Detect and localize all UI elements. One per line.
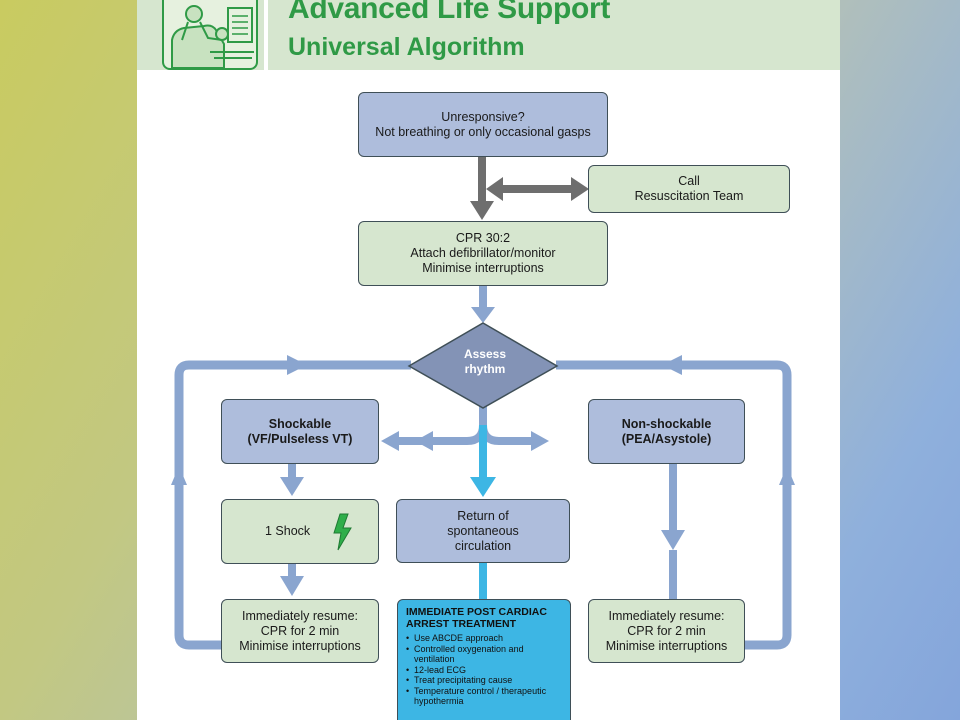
page-subtitle: Universal Algorithm — [288, 33, 525, 61]
resume-cpr-left-box: Immediately resume: CPR for 2 min Minimi… — [221, 599, 379, 663]
cpr-line-1: CPR 30:2 — [455, 231, 511, 245]
resume-right-line-1: Immediately resume: — [608, 608, 725, 623]
shockable-box: Shockable (VF/Pulseless VT) — [221, 399, 379, 464]
resume-left-line-1: Immediately resume: — [241, 608, 358, 623]
resume-left-line-3: Minimise interruptions — [239, 638, 361, 653]
arrow-to-rosc — [479, 425, 487, 480]
split-to-non-shockable — [479, 405, 535, 445]
arrow-shock-to-resume-head — [280, 576, 304, 596]
left-loop-arrow — [174, 360, 411, 650]
assess-line-1: Assess — [463, 347, 507, 361]
lightning-bolt-icon — [333, 513, 353, 550]
post-arrest-item: 12-lead ECG — [406, 665, 562, 676]
shockable-arrow-head-1 — [415, 431, 433, 451]
call-line-2: Resuscitation Team — [634, 189, 744, 203]
assess-rhythm-label: Assess rhythm — [438, 347, 532, 377]
rescuer-logo — [162, 0, 258, 70]
split-to-shockable — [393, 405, 487, 445]
rosc-line-2: spontaneous — [447, 523, 519, 538]
post-arrest-list: Use ABCDE approach Controlled oxygenatio… — [406, 633, 562, 707]
arrow-unresponsive-to-cpr-head — [470, 201, 494, 220]
algorithm-sheet: Advanced Life Support Universal Algorith… — [137, 0, 840, 720]
arrow-cpr-to-assess — [479, 286, 487, 310]
arrow-cpr-to-assess-head — [471, 307, 495, 323]
rosc-line-1: Return of — [457, 508, 509, 523]
call-line-1: Call — [678, 174, 700, 188]
cpr-illustration-icon — [171, 5, 254, 68]
arrow-call-left-head — [486, 177, 503, 201]
unresponsive-line-1: Unresponsive? — [441, 109, 525, 124]
page-title: Advanced Life Support — [288, 0, 611, 25]
logo-divider — [264, 0, 268, 70]
rosc-line-3: circulation — [454, 538, 512, 553]
cpr-box: CPR 30:2 Attach defibrillator/monitor Mi… — [358, 221, 608, 286]
call-team-box: Call Resuscitation Team — [588, 165, 790, 213]
right-loop-up-head — [779, 466, 795, 485]
resume-cpr-right-box: Immediately resume: CPR for 2 min Minimi… — [588, 599, 745, 663]
shockable-arrow-head-2 — [381, 431, 399, 451]
arrow-non-shockable-to-resume-tail — [669, 550, 677, 600]
non-shockable-arrow-head — [531, 431, 549, 451]
arrow-call-right-head — [571, 177, 589, 201]
arrow-to-rosc-head — [470, 477, 496, 497]
arrow-non-shockable-to-resume — [669, 464, 677, 530]
right-loop-left-head — [662, 355, 682, 375]
shockable-line-2: (VF/Pulseless VT) — [247, 431, 353, 446]
post-arrest-item: Controlled oxygenation and ventilation — [406, 644, 562, 665]
resume-right-line-3: Minimise interruptions — [605, 638, 728, 653]
left-loop-right-head — [287, 355, 307, 375]
resume-left-line-2: CPR for 2 min — [260, 623, 340, 638]
post-arrest-treatment-box: IMMEDIATE POST CARDIAC ARREST TREATMENT … — [397, 599, 571, 720]
assess-line-2: rhythm — [464, 362, 506, 376]
arrow-non-shockable-to-resume-head — [661, 530, 685, 550]
header-band: Advanced Life Support Universal Algorith… — [137, 0, 840, 70]
post-arrest-item: Temperature control / therapeutic hypoth… — [406, 686, 562, 707]
arrow-rosc-to-treatment — [479, 563, 487, 600]
arrow-shock-to-resume — [288, 564, 296, 579]
post-arrest-title-line-2: ARREST TREATMENT — [406, 618, 517, 630]
non-shockable-box: Non-shockable (PEA/Asystole) — [588, 399, 745, 464]
cpr-line-2: Attach defibrillator/monitor — [410, 246, 556, 260]
rosc-box: Return of spontaneous circulation — [396, 499, 570, 563]
shockable-line-1: Shockable — [268, 416, 332, 431]
non-shockable-line-1: Non-shockable — [621, 416, 712, 431]
arrow-unresponsive-to-cpr — [478, 157, 486, 205]
shock-label: 1 Shock — [265, 524, 311, 538]
post-arrest-item: Treat precipitating cause — [406, 675, 562, 686]
flow-arrows — [171, 157, 795, 650]
left-loop-up-head — [171, 466, 187, 485]
non-shockable-line-2: (PEA/Asystole) — [621, 431, 712, 446]
right-loop-arrow — [556, 360, 792, 650]
unresponsive-box: Unresponsive? Not breathing or only occa… — [358, 92, 608, 157]
unresponsive-line-2: Not breathing or only occasional gasps — [375, 124, 591, 139]
resume-right-line-2: CPR for 2 min — [627, 623, 706, 638]
post-arrest-title-line-1: IMMEDIATE POST CARDIAC — [406, 606, 547, 618]
arrow-shockable-to-shock-head — [280, 477, 304, 496]
assess-rhythm-diamond — [407, 322, 559, 409]
arrow-shockable-to-shock — [288, 464, 296, 480]
arrow-call-shaft — [501, 185, 575, 193]
post-arrest-item: Use ABCDE approach — [406, 633, 562, 644]
one-shock-box: 1 Shock — [221, 499, 379, 564]
cpr-line-3: Minimise interruptions — [422, 261, 544, 275]
